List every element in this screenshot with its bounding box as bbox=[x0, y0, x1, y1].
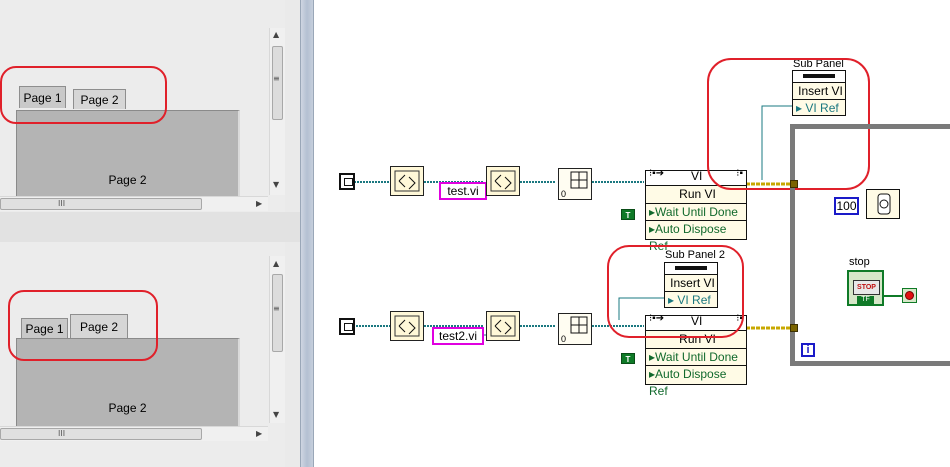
subpanel-label: Sub Panel 2 bbox=[665, 249, 725, 261]
vertical-scroll-thumb[interactable] bbox=[272, 46, 283, 120]
vertical-scroll-thumb[interactable] bbox=[272, 274, 283, 352]
page-label: Page 2 bbox=[108, 401, 147, 415]
vi-class-label: VI bbox=[691, 169, 703, 183]
method-insert-vi[interactable]: Insert VI bbox=[793, 83, 845, 100]
loop-tunnel bbox=[790, 180, 798, 188]
input-arrow-icon: ▸ bbox=[649, 205, 656, 219]
method-insert-vi[interactable]: Insert VI bbox=[665, 275, 717, 292]
front-panel-bottom: Page 1 Page 2 Page 2 ▲ ≡ ▼ III ▶ bbox=[0, 242, 285, 467]
input-arrow-icon: ▸ bbox=[649, 222, 656, 236]
input-arrow-icon: ▸ bbox=[649, 350, 656, 364]
param-vi-ref[interactable]: ▸ VI Ref bbox=[665, 292, 717, 309]
build-path-node-icon[interactable] bbox=[390, 166, 424, 196]
highlight-ring bbox=[8, 290, 158, 361]
param-auto-dispose[interactable]: ▸Auto Dispose Ref bbox=[646, 365, 746, 398]
refnum-in-icon: ⁝▪➔ bbox=[649, 168, 665, 179]
while-loop[interactable] bbox=[790, 124, 950, 366]
scroll-down-arrow-icon[interactable]: ▼ bbox=[273, 180, 280, 189]
input-arrow-icon: ▸ bbox=[668, 293, 678, 307]
app-reference-icon[interactable] bbox=[339, 318, 355, 335]
horizontal-grip-icon: III bbox=[58, 199, 66, 208]
svg-text:0: 0 bbox=[561, 334, 566, 344]
page-label: Page 2 bbox=[108, 173, 147, 187]
input-arrow-icon: ▸ bbox=[796, 101, 806, 115]
front-panel-area: Page 1 Page 2 Page 2 ▲ ≡ ▼ III ▶ Page 1 … bbox=[0, 0, 300, 467]
method-run-vi[interactable]: Run VI bbox=[679, 187, 716, 201]
param-vi-ref[interactable]: ▸ VI Ref bbox=[793, 100, 845, 117]
subpanel-node-header bbox=[793, 71, 845, 83]
scroll-down-arrow-icon[interactable]: ▼ bbox=[273, 410, 280, 419]
tab-page-content: Page 2 bbox=[16, 338, 240, 430]
build-path-node-icon[interactable] bbox=[486, 311, 520, 341]
true-constant[interactable]: T bbox=[621, 353, 635, 364]
refnum-out-icon: ⁝▪ bbox=[736, 168, 743, 179]
stop-button-face: STOP bbox=[853, 280, 880, 295]
highlight-ring bbox=[607, 245, 744, 338]
method-run-vi[interactable]: Run VI bbox=[679, 332, 716, 346]
highlight-ring bbox=[0, 66, 167, 124]
block-diagram: test.vi 0 ⁝▪➔VI⁝▪ Run VI ▸Wait Until Don… bbox=[314, 0, 950, 467]
app-reference-icon[interactable] bbox=[339, 173, 355, 190]
horizontal-scroll-thumb[interactable] bbox=[0, 428, 202, 440]
open-vi-reference-node-icon[interactable]: 0 bbox=[558, 168, 592, 200]
window-gap bbox=[0, 212, 300, 242]
subpanel-insert-vi-node[interactable]: Insert VI ▸ VI Ref bbox=[664, 262, 718, 308]
watch-icon bbox=[877, 193, 891, 215]
dispose-label: Auto Dispose Ref bbox=[649, 222, 727, 253]
front-panel-top: Page 1 Page 2 Page 2 ▲ ≡ ▼ III ▶ bbox=[0, 0, 285, 212]
loop-tunnel bbox=[790, 324, 798, 332]
wire-vi-ref bbox=[761, 105, 792, 180]
build-path-icon bbox=[490, 170, 516, 192]
tab-page-1[interactable]: Page 1 bbox=[21, 318, 68, 338]
scroll-up-arrow-icon[interactable]: ▲ bbox=[273, 30, 280, 39]
tab-page-2[interactable]: Page 2 bbox=[70, 314, 128, 338]
stop-if-true-icon bbox=[905, 291, 914, 300]
scroll-up-arrow-icon[interactable]: ▲ bbox=[273, 259, 280, 268]
wait-ms-constant[interactable]: 100 bbox=[834, 197, 859, 215]
vi-ref-label: VI Ref bbox=[805, 101, 839, 115]
param-auto-dispose[interactable]: ▸Auto Dispose Ref bbox=[646, 220, 746, 253]
horizontal-scroll-thumb[interactable] bbox=[0, 198, 202, 210]
open-vi-reference-node-icon[interactable]: 0 bbox=[558, 313, 592, 345]
vertical-grip-icon: ≡ bbox=[273, 74, 280, 83]
tab-page-2[interactable]: Page 2 bbox=[73, 89, 126, 109]
open-vi-reference-icon: 0 bbox=[561, 171, 588, 199]
open-vi-reference-icon: 0 bbox=[561, 316, 588, 344]
vi-ref-label: VI Ref bbox=[677, 293, 711, 307]
param-wait-until-done[interactable]: ▸Wait Until Done bbox=[646, 348, 746, 365]
dispose-label: Auto Dispose Ref bbox=[649, 367, 727, 398]
refnum-in-icon: ⁝▪➔ bbox=[649, 313, 665, 324]
vi-path-string-constant[interactable]: test2.vi bbox=[432, 327, 484, 345]
subpanel-insert-vi-node[interactable]: Insert VI ▸ VI Ref bbox=[792, 70, 846, 116]
build-path-icon bbox=[394, 315, 420, 337]
input-arrow-icon: ▸ bbox=[649, 367, 656, 381]
stop-button-terminal[interactable]: STOP TF bbox=[847, 270, 884, 306]
vertical-grip-icon: ≡ bbox=[273, 304, 280, 313]
scroll-right-arrow-icon[interactable]: ▶ bbox=[256, 429, 263, 438]
wait-label: Wait Until Done bbox=[655, 350, 738, 364]
loop-condition-terminal[interactable] bbox=[902, 288, 917, 303]
build-path-icon bbox=[394, 170, 420, 192]
build-path-icon bbox=[490, 315, 516, 337]
stop-label: stop bbox=[849, 256, 870, 268]
iteration-terminal: i bbox=[801, 343, 815, 357]
build-path-node-icon[interactable] bbox=[390, 311, 424, 341]
svg-text:0: 0 bbox=[561, 189, 566, 199]
vi-path-string-constant[interactable]: test.vi bbox=[439, 182, 487, 200]
subpanel-label: Sub Panel bbox=[793, 58, 844, 70]
wait-ms-node[interactable] bbox=[866, 189, 900, 219]
true-constant[interactable]: T bbox=[621, 209, 635, 220]
tab-page-1[interactable]: Page 1 bbox=[19, 86, 66, 108]
subpanel-node-header bbox=[665, 263, 717, 275]
invoke-node-run-vi[interactable]: ⁝▪➔VI⁝▪ Run VI ▸Wait Until Done ▸Auto Di… bbox=[645, 313, 747, 398]
window-splitter[interactable] bbox=[300, 0, 314, 467]
param-wait-until-done[interactable]: ▸Wait Until Done bbox=[646, 203, 746, 220]
scroll-right-arrow-icon[interactable]: ▶ bbox=[256, 199, 263, 208]
tf-badge: TF bbox=[857, 296, 874, 304]
vi-class-label: VI bbox=[691, 314, 703, 328]
build-path-node-icon[interactable] bbox=[486, 166, 520, 196]
wait-label: Wait Until Done bbox=[655, 205, 738, 219]
horizontal-grip-icon: III bbox=[58, 429, 66, 438]
wire-vi-ref bbox=[618, 297, 664, 320]
